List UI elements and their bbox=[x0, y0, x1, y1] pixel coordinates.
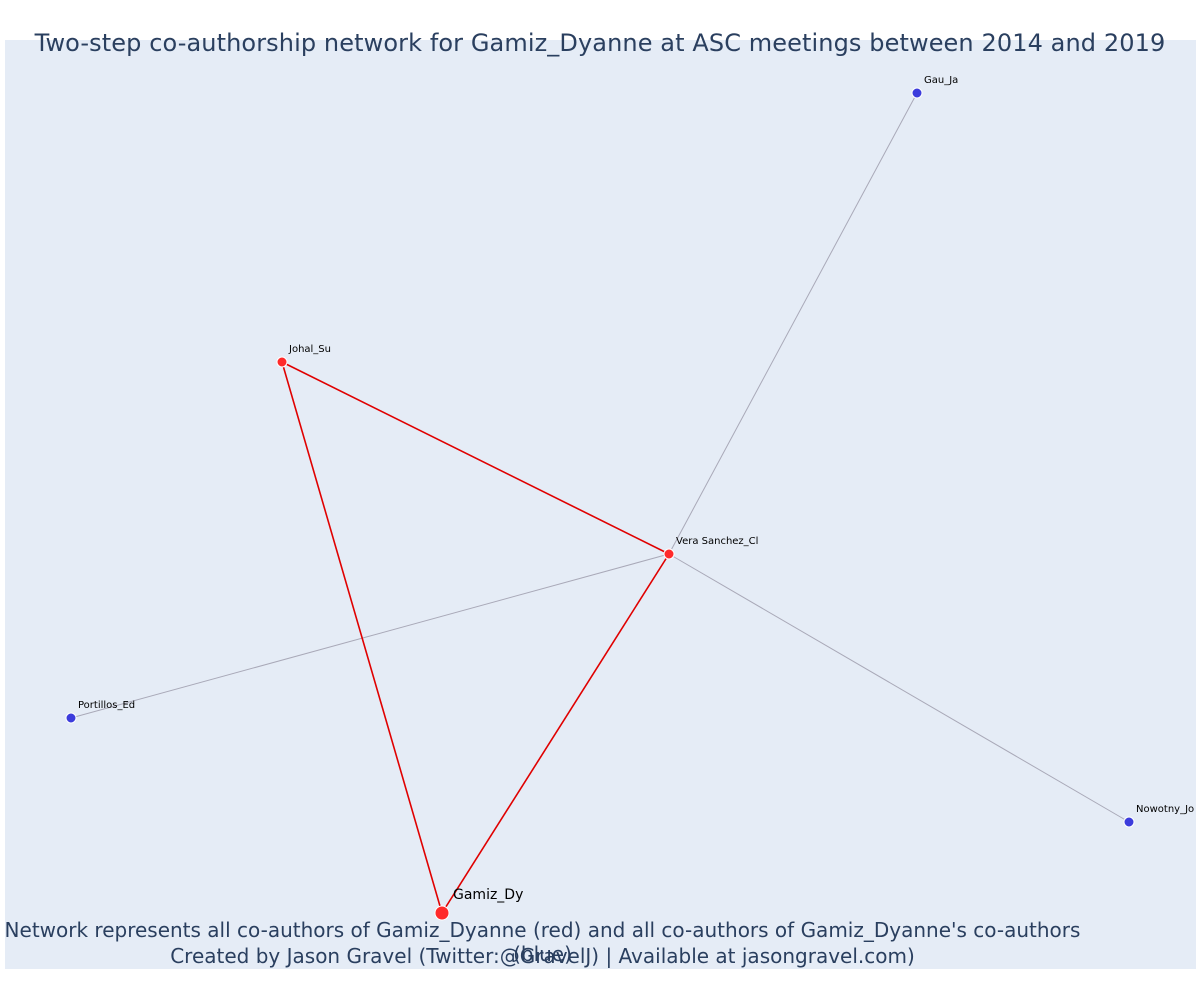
node-marker[interactable] bbox=[65, 712, 77, 724]
caption-line-2: Created by Jason Gravel (Twitter:@Gravel… bbox=[170, 944, 915, 968]
node-label: Portillos_Ed bbox=[78, 700, 135, 711]
node-marker[interactable] bbox=[663, 548, 675, 560]
node-marker[interactable] bbox=[1123, 816, 1135, 828]
edge-vera-sanchez-cl-gau-ja bbox=[668, 92, 918, 555]
edge-vera-sanchez-cl-portillos-ed bbox=[70, 553, 670, 719]
caption-line-1: Network represents all co-authors of Gam… bbox=[4, 918, 1081, 966]
edge-gamiz-dy-johal-su bbox=[281, 361, 443, 914]
node-marker[interactable] bbox=[276, 356, 288, 368]
node-portillos-ed[interactable]: Portillos_Ed bbox=[65, 700, 135, 724]
node-nowotny-jo[interactable]: Nowotny_Jo bbox=[1123, 804, 1194, 828]
node-marker[interactable] bbox=[911, 87, 923, 99]
node-johal-su[interactable]: Johal_Su bbox=[276, 344, 331, 368]
node-label: Gamiz_Dy bbox=[453, 887, 523, 903]
edge-vera-sanchez-cl-nowotny-jo bbox=[668, 553, 1130, 823]
node-label: Nowotny_Jo bbox=[1136, 804, 1194, 815]
node-gamiz-dy[interactable]: Gamiz_Dy bbox=[434, 887, 523, 921]
edge-gamiz-dy-vera-sanchez-cl bbox=[441, 553, 670, 914]
node-label: Vera Sanchez_Cl bbox=[676, 536, 758, 547]
node-gau-ja[interactable]: Gau_Ja bbox=[911, 75, 958, 99]
node-label: Johal_Su bbox=[288, 344, 331, 355]
node-marker[interactable] bbox=[434, 905, 450, 921]
node-vera-sanchez-cl[interactable]: Vera Sanchez_Cl bbox=[663, 536, 758, 560]
edges-layer bbox=[70, 92, 1130, 914]
chart-title: Two-step co-authorship network for Gamiz… bbox=[34, 29, 1166, 57]
plot-area bbox=[5, 40, 1196, 969]
edge-johal-su-vera-sanchez-cl bbox=[281, 361, 670, 555]
node-label: Gau_Ja bbox=[924, 75, 958, 86]
